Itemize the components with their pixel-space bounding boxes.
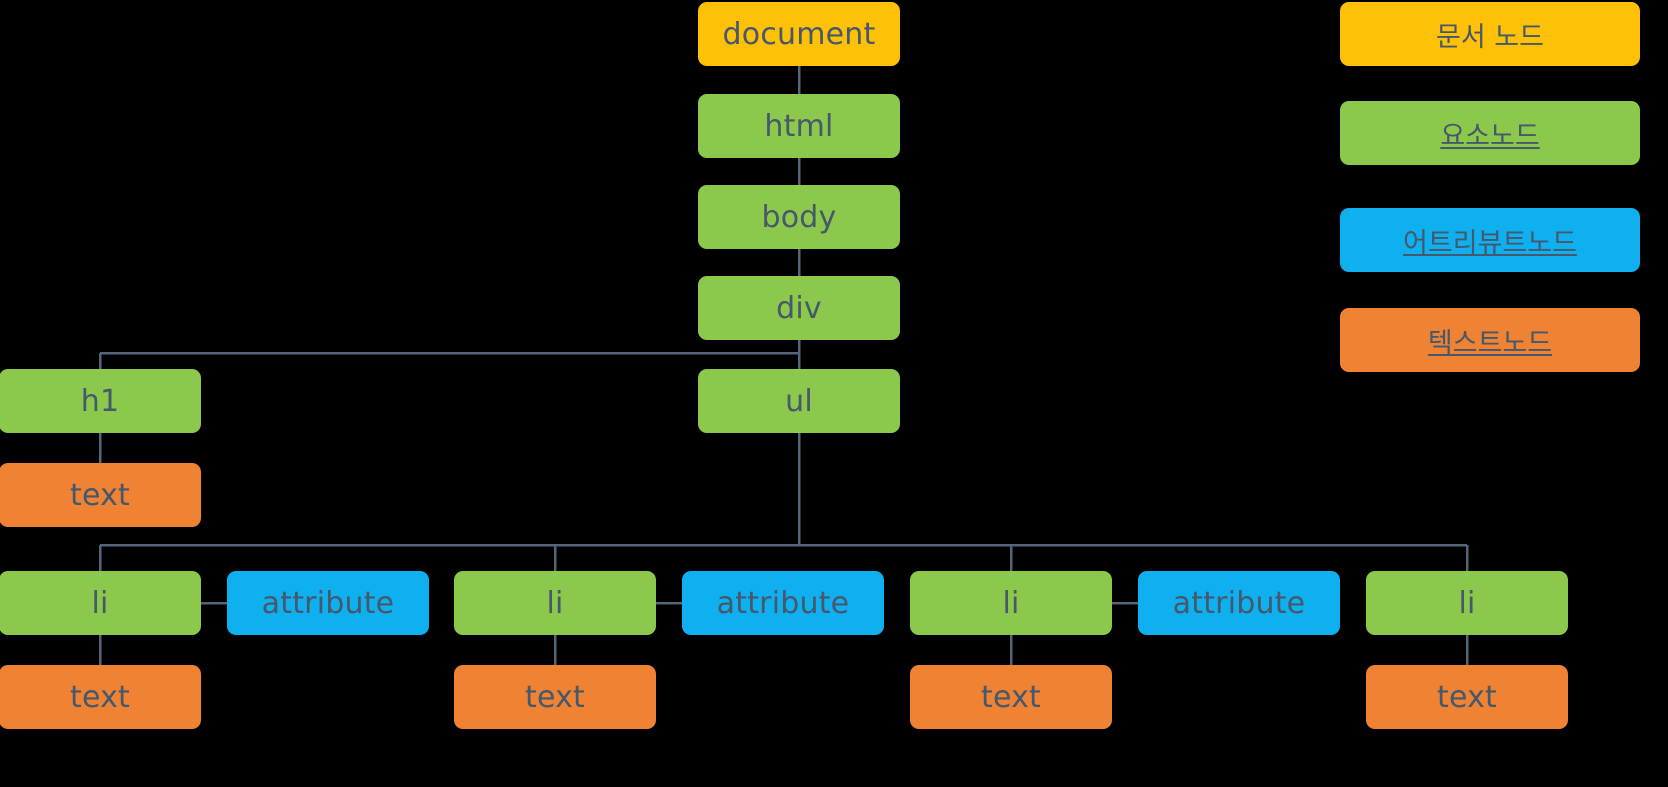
- node-label: li: [1002, 585, 1020, 621]
- legend-label: 어트리뷰트노드: [1403, 227, 1577, 259]
- legend-label: 문서 노드: [1436, 21, 1544, 53]
- node-label: html: [764, 108, 834, 144]
- node-label: h1: [80, 383, 120, 419]
- node-label: attribute: [716, 585, 850, 621]
- node-attribute-2[interactable]: attribute: [682, 571, 884, 635]
- legend-item-text-node[interactable]: 텍스트노드: [1340, 308, 1640, 372]
- node-li-3-text[interactable]: text: [910, 665, 1112, 729]
- node-li-2[interactable]: li: [454, 571, 656, 635]
- node-label: li: [546, 585, 564, 621]
- node-attribute-3[interactable]: attribute: [1138, 571, 1340, 635]
- node-html[interactable]: html: [698, 94, 900, 158]
- node-label: body: [761, 199, 837, 235]
- node-h1-text[interactable]: text: [0, 463, 201, 527]
- node-li-3[interactable]: li: [910, 571, 1112, 635]
- node-label: ul: [785, 383, 813, 419]
- node-li-1-text[interactable]: text: [0, 665, 201, 729]
- node-li-2-text[interactable]: text: [454, 665, 656, 729]
- node-label: li: [1458, 585, 1476, 621]
- node-body[interactable]: body: [698, 185, 900, 249]
- legend-label: 텍스트노드: [1427, 327, 1553, 359]
- node-label: document: [722, 16, 876, 52]
- node-attribute-1[interactable]: attribute: [227, 571, 429, 635]
- node-div[interactable]: div: [698, 276, 900, 340]
- legend-label: 요소노드: [1440, 120, 1540, 152]
- node-li-4[interactable]: li: [1366, 571, 1568, 635]
- node-label: attribute: [1172, 585, 1306, 621]
- node-label: text: [980, 679, 1041, 715]
- node-label: div: [776, 290, 822, 326]
- legend-item-element-node[interactable]: 요소노드: [1340, 101, 1640, 165]
- node-label: text: [1436, 679, 1497, 715]
- legend-item-attribute-node[interactable]: 어트리뷰트노드: [1340, 208, 1640, 272]
- node-li-1[interactable]: li: [0, 571, 201, 635]
- node-label: text: [69, 477, 130, 513]
- node-document[interactable]: document: [698, 2, 900, 66]
- node-label: text: [69, 679, 130, 715]
- node-li-4-text[interactable]: text: [1366, 665, 1568, 729]
- node-h1[interactable]: h1: [0, 369, 201, 433]
- node-label: attribute: [261, 585, 395, 621]
- node-ul[interactable]: ul: [698, 369, 900, 433]
- node-label: li: [91, 585, 109, 621]
- legend-item-document-node[interactable]: 문서 노드: [1340, 2, 1640, 66]
- node-label: text: [524, 679, 585, 715]
